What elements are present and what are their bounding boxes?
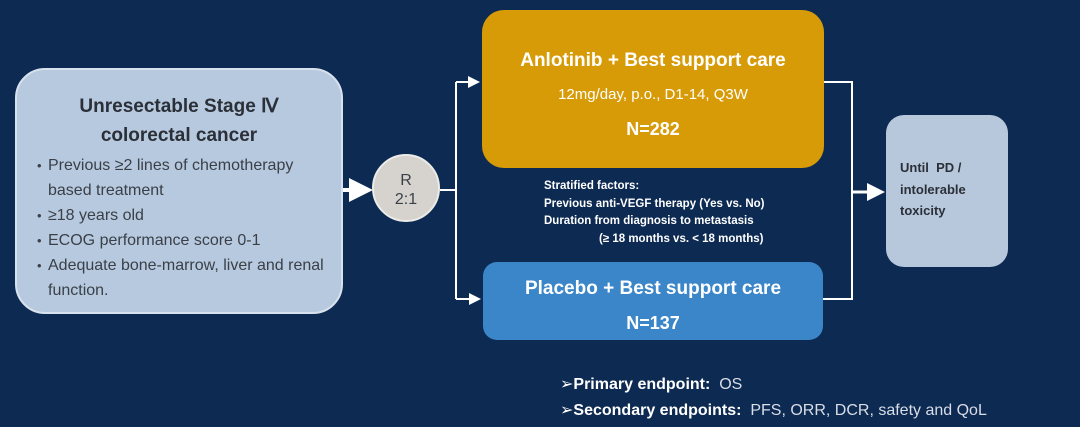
endpoints: ➢Primary endpoint: OS ➢Secondary endpoin… — [560, 372, 987, 424]
experimental-arm-dosing: 12mg/day, p.o., D1-14, Q3W — [558, 86, 748, 103]
experimental-arm-n: N=282 — [626, 119, 680, 139]
control-arm-n: N=137 — [626, 313, 680, 333]
inclusion-criteria: Previous ≥2 lines of chemotherapy based … — [17, 153, 341, 303]
secondary-endpoints-value: PFS, ORR, DCR, safety and QoL — [750, 402, 987, 419]
stratification-factor: Duration from diagnosis to metastasis — [544, 215, 754, 227]
primary-endpoint: ➢Primary endpoint: OS — [560, 376, 743, 393]
stratification-factor: Previous anti-VEGF therapy (Yes vs. No) — [544, 197, 765, 210]
primary-endpoint-value: OS — [719, 376, 743, 393]
criterion: Adequate bone-marrow, liver and renal fu… — [37, 253, 341, 303]
stratification-factor: (≥ 18 months vs. < 18 months) — [599, 232, 764, 245]
stratification-heading: Stratified factors: — [544, 180, 640, 192]
stratification-factors: Stratified factors: Previous anti-VEGF t… — [544, 178, 764, 248]
randomization-label: R — [400, 172, 412, 189]
randomization-node: R 2:1 — [372, 154, 440, 222]
population-title-line1: Unresectable Stage Ⅳ — [79, 96, 279, 117]
secondary-endpoints: ➢Secondary endpoints: PFS, ORR, DCR, saf… — [560, 402, 987, 419]
experimental-arm-box: Anlotinib + Best support care 12mg/day, … — [482, 10, 824, 168]
criterion: ECOG performance score 0-1 — [37, 228, 341, 253]
criterion: Previous ≥2 lines of chemotherapy based … — [37, 153, 341, 203]
criterion: ≥18 years old — [37, 203, 341, 228]
randomization-ratio: 2:1 — [394, 191, 418, 208]
outcome-box: Until PD / intolerable toxicity — [886, 115, 1008, 267]
experimental-arm-title: Anlotinib + Best support care — [520, 50, 786, 71]
control-arm-box: Placebo + Best support care N=137 — [483, 262, 823, 340]
primary-endpoint-label: Primary endpoint: — [573, 376, 711, 393]
control-arm-title: Placebo + Best support care — [524, 278, 782, 299]
secondary-endpoints-label: Secondary endpoints: — [573, 402, 742, 419]
population-title-line2: colorectal cancer — [100, 125, 258, 146]
population-title: Unresectable Stage Ⅳ colorectal cancer — [17, 92, 341, 150]
population-box: Unresectable Stage Ⅳ colorectal cancer P… — [15, 68, 343, 314]
outcome-label: Until PD / intolerable toxicity — [900, 160, 970, 218]
